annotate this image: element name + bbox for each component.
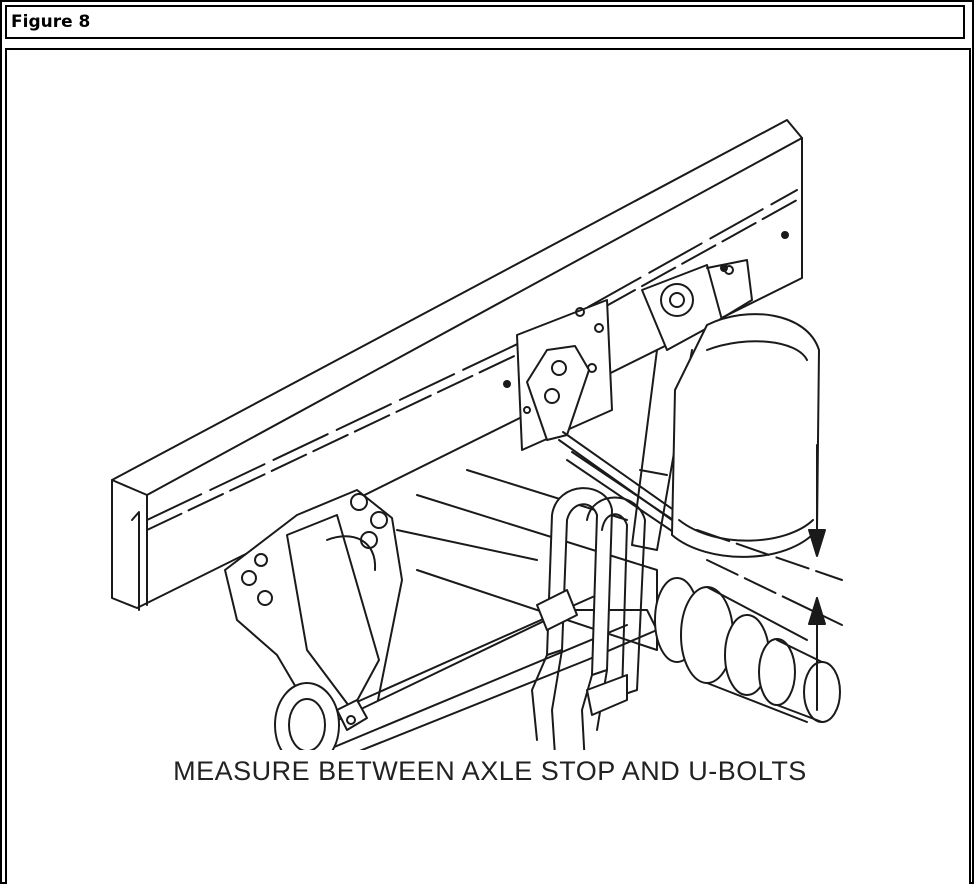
u-bolts: [531, 487, 646, 750]
figure-body: MEASURE BETWEEN AXLE STOP AND U-BOLTS: [5, 48, 971, 884]
figure-caption: MEASURE BETWEEN AXLE STOP AND U-BOLTS: [173, 756, 807, 786]
axle-spindle: [654, 577, 841, 723]
down-arrow-icon: [808, 529, 826, 557]
figure-header: Figure 8: [5, 5, 965, 39]
front-hanger: [224, 489, 403, 741]
up-arrow-icon: [808, 597, 826, 625]
axle-stop-bracket: [516, 299, 704, 549]
figure-title: Figure 8: [11, 12, 91, 32]
suspension-illustration: [111, 119, 843, 750]
air-spring: [671, 313, 820, 558]
trailing-arm: [274, 594, 658, 750]
